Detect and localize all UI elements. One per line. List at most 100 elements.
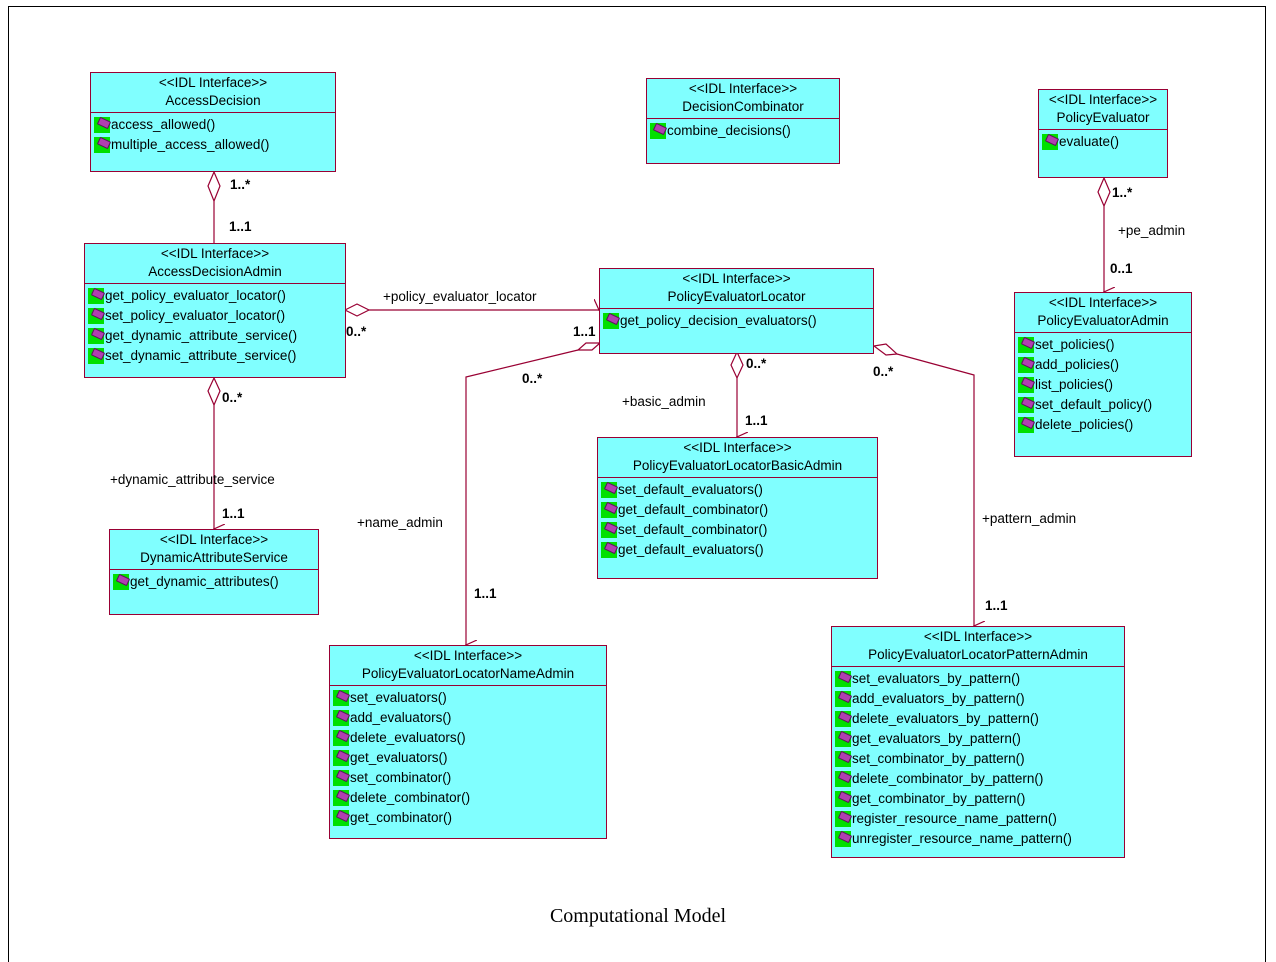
role-label: +basic_admin <box>622 394 706 409</box>
operation: delete_evaluators_by_pattern() <box>835 709 1124 729</box>
class-name: PolicyEvaluatorLocatorPatternAdmin <box>868 647 1088 662</box>
operation: add_evaluators() <box>333 708 606 728</box>
multiplicity-label: 0..* <box>522 371 543 386</box>
operation-icon <box>333 790 349 806</box>
operation-label: set_dynamic_attribute_service() <box>105 348 297 363</box>
stereotype-label: <<IDL Interface>> <box>160 246 270 261</box>
operation-icon <box>1018 417 1034 433</box>
operation-label: get_evaluators_by_pattern() <box>852 731 1021 746</box>
class-name: PolicyEvaluatorLocatorNameAdmin <box>361 666 575 681</box>
operation-label: add_evaluators_by_pattern() <box>852 691 1025 706</box>
operation-label: set_default_combinator() <box>618 522 768 537</box>
multiplicity-label: 1..* <box>230 177 251 192</box>
multiplicity-label: 0..* <box>746 356 767 371</box>
class-name: DynamicAttributeService <box>140 550 288 565</box>
operation-label: get_default_evaluators() <box>618 542 764 557</box>
class-policy-evaluator-locator[interactable]: <<IDL Interface>>PolicyEvaluatorLocator … <box>599 268 874 354</box>
operation: combine_decisions() <box>650 121 839 141</box>
operation-label: get_evaluators() <box>350 750 448 765</box>
operation-label: delete_evaluators() <box>350 730 466 745</box>
operation-icon <box>835 751 851 767</box>
role-label: +policy_evaluator_locator <box>383 289 537 304</box>
operation-icon <box>835 711 851 727</box>
operation-icon <box>333 810 349 826</box>
role-label: +name_admin <box>357 515 443 530</box>
role-label: +pe_admin <box>1118 223 1186 238</box>
operation: get_evaluators_by_pattern() <box>835 729 1124 749</box>
operation-icon <box>1042 134 1058 150</box>
operation-label: delete_evaluators_by_pattern() <box>852 711 1039 726</box>
multiplicity-label: 1..1 <box>985 598 1008 613</box>
operation-label: get_combinator() <box>350 810 453 825</box>
multiplicity-label: 1..1 <box>229 219 252 234</box>
operation: set_default_policy() <box>1018 395 1191 415</box>
operation-label: multiple_access_allowed() <box>111 137 270 152</box>
operation-label: get_dynamic_attributes() <box>130 574 279 589</box>
class-dynamic-attribute-service[interactable]: <<IDL Interface>>DynamicAttributeService… <box>109 529 319 615</box>
operation: unregister_resource_name_pattern() <box>835 829 1124 849</box>
operation: multiple_access_allowed() <box>94 135 335 155</box>
operation-icon <box>835 791 851 807</box>
operation-icon <box>835 671 851 687</box>
operation: list_policies() <box>1018 375 1191 395</box>
operation-label: get_default_combinator() <box>618 502 769 517</box>
multiplicity-label: 1..1 <box>222 506 245 521</box>
class-name: PolicyEvaluator <box>1056 110 1150 125</box>
class-name: AccessDecisionAdmin <box>148 264 282 279</box>
class-policy-evaluator-locator-pattern-admin[interactable]: <<IDL Interface>>PolicyEvaluatorLocatorP… <box>831 626 1125 858</box>
aggregation-diamond <box>207 376 221 407</box>
stereotype-label: <<IDL Interface>> <box>413 648 523 663</box>
class-decision-combinator[interactable]: <<IDL Interface>>DecisionCombinator comb… <box>646 78 840 164</box>
operation-icon <box>94 117 110 133</box>
stereotype-label: <<IDL Interface>> <box>158 75 268 90</box>
class-access-decision[interactable]: <<IDL Interface>> AccessDecision access_a… <box>90 72 336 172</box>
operation-label: set_evaluators_by_pattern() <box>852 671 1021 686</box>
operation-label: list_policies() <box>1035 377 1114 392</box>
multiplicity-label: 1..1 <box>573 324 596 339</box>
class-policy-evaluator[interactable]: <<IDL Interface>>PolicyEvaluator evaluat… <box>1038 89 1168 178</box>
operation-icon <box>1018 397 1034 413</box>
diagram-frame <box>8 6 1266 962</box>
stereotype-label: <<IDL Interface>> <box>1048 92 1158 107</box>
operation-label: combine_decisions() <box>667 123 791 138</box>
operation-label: delete_combinator() <box>350 790 471 805</box>
class-policy-evaluator-locator-basic-admin[interactable]: <<IDL Interface>>PolicyEvaluatorLocatorB… <box>597 437 878 579</box>
operation-label: register_resource_name_pattern() <box>852 811 1057 826</box>
operation-label: delete_policies() <box>1035 417 1134 432</box>
operation-icon <box>333 730 349 746</box>
operation-label: get_policy_evaluator_locator() <box>105 288 286 303</box>
operation-icon <box>835 831 851 847</box>
operation-icon <box>94 137 110 153</box>
operation-icon <box>113 574 129 590</box>
class-policy-evaluator-admin[interactable]: <<IDL Interface>>PolicyEvaluatorAdmin se… <box>1014 292 1192 457</box>
operation-label: get_policy_decision_evaluators() <box>620 313 817 328</box>
operation-icon <box>1018 357 1034 373</box>
operation: delete_evaluators() <box>333 728 606 748</box>
operation-icon <box>88 288 104 304</box>
operation-icon <box>835 731 851 747</box>
operation: get_default_combinator() <box>601 500 877 520</box>
class-name: PolicyEvaluatorAdmin <box>1037 313 1169 328</box>
operation-icon <box>88 328 104 344</box>
operation: get_policy_decision_evaluators() <box>603 311 873 331</box>
operation: access_allowed() <box>94 115 335 135</box>
operation-icon <box>835 811 851 827</box>
operation-label: set_combinator() <box>350 770 452 785</box>
operation: set_default_combinator() <box>601 520 877 540</box>
operation-label: get_dynamic_attribute_service() <box>105 328 298 343</box>
multiplicity-label: 1..* <box>1112 185 1133 200</box>
operation: set_combinator_by_pattern() <box>835 749 1124 769</box>
class-name: AccessDecision <box>165 93 261 108</box>
aggregation-diamond <box>207 170 221 203</box>
operation: set_evaluators() <box>333 688 606 708</box>
operation-icon <box>601 482 617 498</box>
operation: set_combinator() <box>333 768 606 788</box>
class-access-decision-admin[interactable]: <<IDL Interface>> AccessDecisionAdmin get… <box>84 243 346 378</box>
operation: add_evaluators_by_pattern() <box>835 689 1124 709</box>
operation-label: delete_combinator_by_pattern() <box>852 771 1044 786</box>
operation-label: set_evaluators() <box>350 690 447 705</box>
class-policy-evaluator-locator-name-admin[interactable]: <<IDL Interface>> PolicyEvaluatorLocatorN… <box>329 645 607 839</box>
aggregation-diamond <box>343 303 371 317</box>
operation: set_default_evaluators() <box>601 480 877 500</box>
